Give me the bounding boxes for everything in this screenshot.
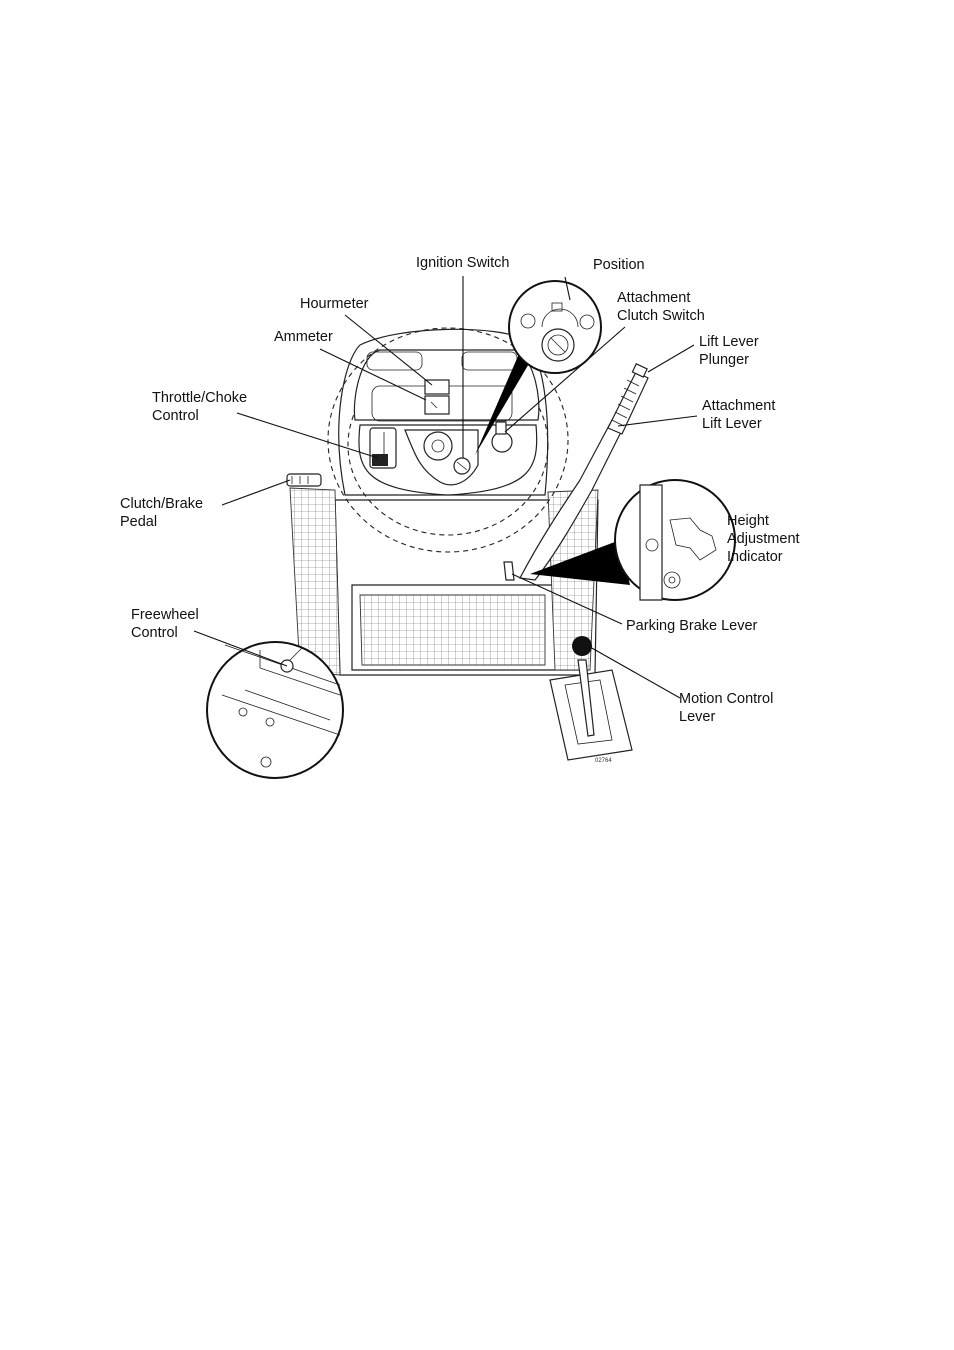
label-hourmeter: Hourmeter [300,296,369,312]
label-throttle-choke-control: Throttle/Choke Control [152,390,251,424]
label-lift-lever-plunger: Lift Lever Plunger [699,334,763,368]
figure-code: 02764 [595,758,612,764]
label-attachment-lift-lever: Attachment Lift Lever [702,398,779,432]
label-parking-brake-lever: Parking Brake Lever [626,618,758,634]
parking-brake-lever [504,562,514,580]
label-attachment-clutch-switch: Attachment Clutch Switch [617,290,705,324]
ammeter-gauge [425,396,449,414]
label-freewheel-control: Freewheel Control [131,607,203,641]
motion-control-knob [572,636,592,656]
label-position: Position [593,257,645,273]
label-ammeter: Ammeter [274,329,333,345]
attachment-clutch-switch-knob [492,432,512,452]
label-clutch-brake-pedal: Clutch/Brake Pedal [120,496,207,530]
label-ignition-switch: Ignition Switch [416,255,510,271]
label-motion-control-lever: Motion Control Lever [679,691,777,725]
freewheel-detail-circle [207,642,343,778]
tractor-body [287,328,598,675]
center-floor-mat [360,595,545,665]
label-height-adjustment-indicator: Height Adjustment Indicator [727,513,804,565]
